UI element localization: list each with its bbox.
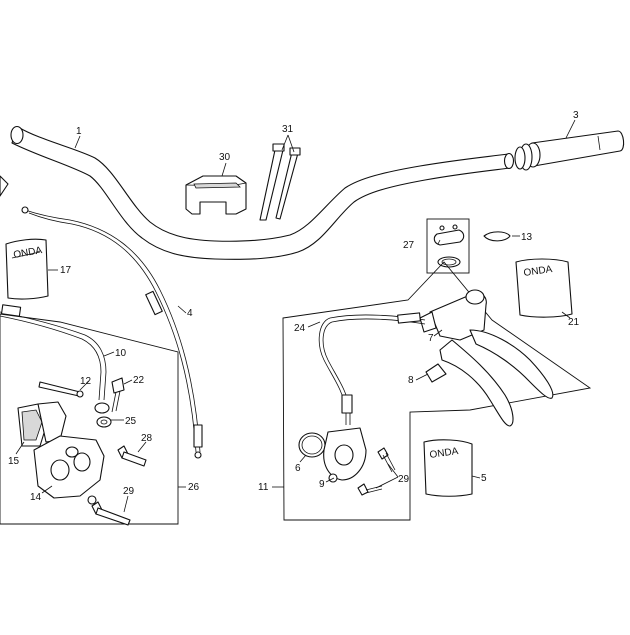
svg-text:ONDA: ONDA xyxy=(523,264,553,279)
cable-ties xyxy=(259,143,301,221)
callout-25: 25 xyxy=(125,416,137,427)
sticker-bag-21: ONDA xyxy=(515,258,573,318)
slave-cylinder xyxy=(323,427,367,483)
svg-text:ONDA: ONDA xyxy=(13,245,44,261)
screws-right xyxy=(357,447,396,496)
brake-lever xyxy=(425,329,554,427)
master-cylinder-frame xyxy=(282,261,592,521)
callout-29-right: 29 xyxy=(398,474,410,485)
callout-17: 17 xyxy=(60,265,72,276)
sticker-bag-5: ONDA xyxy=(423,439,473,497)
callout-labels: 1 3 4 5 6 7 8 9 10 11 12 13 14 15 17 21 … xyxy=(8,110,580,503)
brake-pads xyxy=(17,401,67,447)
callout-26: 26 xyxy=(188,482,200,493)
brake-line xyxy=(0,304,107,401)
callout-22: 22 xyxy=(133,375,145,386)
callout-3: 3 xyxy=(573,110,579,121)
reservoir-cap-group xyxy=(426,218,470,274)
callout-13: 13 xyxy=(521,232,533,243)
callout-24: 24 xyxy=(294,323,306,334)
caliper xyxy=(33,435,105,505)
caliper-bolts xyxy=(91,445,147,526)
cable-4 xyxy=(21,206,203,459)
cap-13 xyxy=(483,231,511,242)
pin-12 xyxy=(38,381,84,398)
callout-29-left: 29 xyxy=(123,486,135,497)
leader-lines xyxy=(15,119,576,513)
callout-5: 5 xyxy=(481,473,487,484)
washers xyxy=(94,402,112,428)
sticker-bag-17: ONDA xyxy=(5,238,49,300)
o-ring xyxy=(298,432,326,458)
svg-text:ONDA: ONDA xyxy=(429,446,459,461)
edge-fragment xyxy=(0,175,9,197)
callout-30: 30 xyxy=(219,152,231,163)
hydraulic-hose xyxy=(318,312,426,425)
master-cylinder xyxy=(419,289,487,341)
callout-12: 12 xyxy=(80,376,92,387)
callout-4: 4 xyxy=(187,308,193,319)
callout-15: 15 xyxy=(8,456,20,467)
callout-31: 31 xyxy=(282,124,294,135)
callout-7: 7 xyxy=(428,333,434,344)
callout-9: 9 xyxy=(319,479,325,490)
callout-11: 11 xyxy=(258,482,269,493)
callout-1: 1 xyxy=(76,126,82,137)
handlebar xyxy=(10,125,515,260)
callout-28: 28 xyxy=(141,433,153,444)
caliper-frame xyxy=(0,313,179,525)
callout-27: 27 xyxy=(403,240,415,251)
callout-14: 14 xyxy=(30,492,42,503)
callout-10: 10 xyxy=(115,348,127,359)
callout-8: 8 xyxy=(408,375,414,386)
callout-21: 21 xyxy=(568,317,580,328)
callout-6: 6 xyxy=(295,463,301,474)
grip xyxy=(514,130,625,171)
handlebar-clamp xyxy=(185,175,247,215)
banjo-bolt xyxy=(111,377,125,413)
